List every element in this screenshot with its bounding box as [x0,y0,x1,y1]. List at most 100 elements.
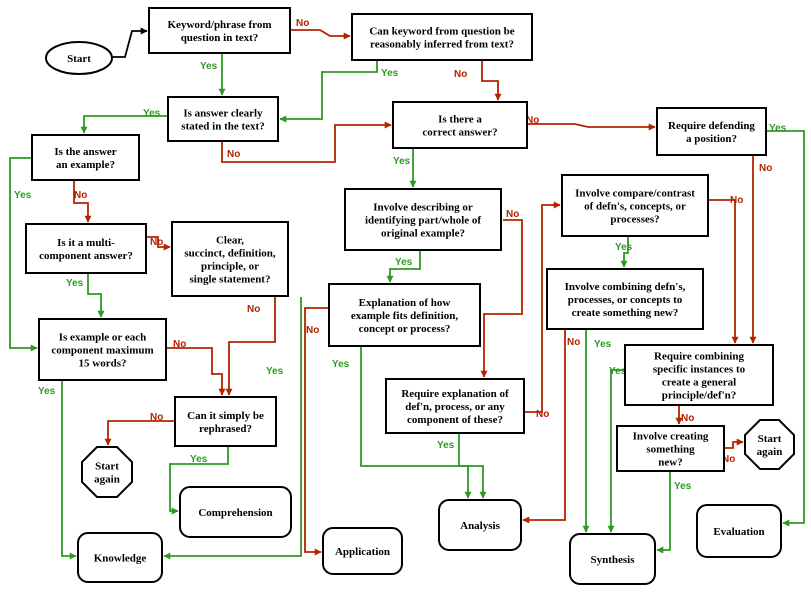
edge-correct-describing: Yes [393,149,417,188]
node-text-line: Require explanation of [401,388,509,400]
node-shape [77,532,163,583]
node-text-line: Involve compare/contrast [575,188,695,200]
node-text-line: stated in the text? [181,121,264,133]
edge-label: Yes [615,242,633,253]
edge-label: Yes [143,108,161,119]
connector-arrow [724,438,744,449]
node-analysis: Analysis [438,499,522,551]
node-text-line: reasonably inferred from text? [370,39,514,51]
node-text-line: something [646,444,695,456]
connector-arrow [221,121,392,163]
node-text-line: example fits definition, [351,310,458,322]
edge-creating-startagain: No [722,438,744,465]
connector-arrow [279,61,378,123]
node-text-line: a position? [686,133,737,145]
node-text-line: again [94,474,120,486]
node-succinct: Clear,succinct, definition,principle, or… [171,221,289,297]
node-text-line: rephrased? [199,423,252,435]
connector-arrow [656,472,671,554]
node-text-line: Is example or each [59,332,146,344]
node-text-line: Start [758,433,782,445]
edge-succinct-knowledge: Yes [163,297,302,560]
node-text-line: Analysis [460,520,500,532]
node-text-line: create something new? [572,307,679,319]
connector-arrow [709,199,739,344]
node-text-line: correct answer? [422,127,497,139]
connector-arrow [169,447,229,515]
node-text-line: Is it a multi- [57,237,115,249]
node-shape [174,396,277,447]
edge-label: Yes [14,190,32,201]
edge-label: Yes [200,61,218,72]
node-shape [744,419,795,470]
node-text-line: Clear, [216,235,244,247]
node-shape [38,318,167,381]
edge-max15-rephrased: No [167,339,226,396]
node-text-line: original example? [381,228,465,240]
edge-label: No [247,304,260,315]
edge-start-keyword [112,27,148,58]
edge-label: Yes [674,481,692,492]
edge-max15-knowledge: Yes [38,381,77,560]
edge-require-analysis: Yes [437,434,487,499]
edge-label: No [759,163,772,174]
edge-label: No [306,325,319,336]
connector-arrow [528,123,656,131]
node-text-line: principle, or [201,261,259,273]
connector-arrow [147,236,171,251]
edge-label: Yes [66,278,84,289]
edge-creating-synthesis: Yes [656,472,692,554]
node-text-line: Application [335,546,390,558]
node-text-line: question in text? [181,32,259,44]
node-text-line: Keyword/phrase from [168,19,272,31]
node-text-line: Is there a [438,114,482,126]
node-text-line: again [757,446,783,458]
node-text-line: Start [67,53,91,65]
node-shape [171,221,289,297]
connector-arrow [304,307,330,556]
edge-label: No [227,149,240,160]
node-shape [148,7,291,54]
connector-arrow [360,347,472,499]
connector-arrow [767,130,805,527]
edge-compare-combining: Yes [615,237,633,268]
connector-arrow [481,61,502,101]
node-shape [167,96,279,142]
connector-arrow [525,201,561,413]
node-shape [385,378,525,434]
node-shape [656,107,767,156]
edge-explanation-analysis: Yes [332,347,472,499]
node-text-line: principle/def'n? [662,390,737,402]
node-text-line: Is answer clearly [183,108,263,120]
edge-label: No [173,339,186,350]
node-shape [569,533,656,585]
edge-label: Yes [609,366,627,377]
edge-require-compare: No [525,201,561,420]
connector-arrow [458,434,487,499]
edge-label: No [526,115,539,126]
node-text-line: Involve creating [633,431,709,443]
node-text-line: Start [95,461,119,473]
edge-describing-require: No [480,209,523,378]
node-shape [351,13,533,61]
edge-label: No [536,409,549,420]
node-text-line: Is the answer [54,146,116,158]
node-shape [328,283,481,347]
node-text-line: Comprehension [198,507,272,519]
node-text-line: Can keyword from question be [369,26,514,38]
edge-combining-analysis: No [522,330,580,524]
edge-succinct-rephrased: No [225,297,276,396]
edge-example-max15: Yes [9,157,38,352]
edge-label: No [150,412,163,423]
node-text-line: Involve describing or [373,202,473,214]
edge-label: No [567,337,580,348]
connector-arrow [104,420,176,446]
node-shape [344,188,502,251]
